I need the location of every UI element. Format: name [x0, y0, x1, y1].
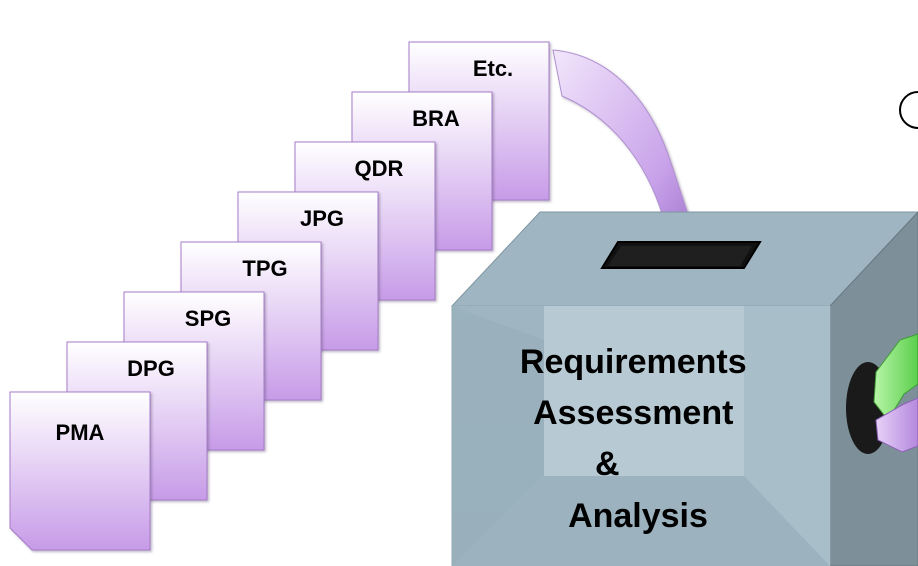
- box-label: Requirements Assessment & Analysis: [520, 343, 756, 535]
- output-arrow-green-icon: [873, 333, 918, 421]
- output-arrows: [873, 333, 918, 453]
- document-label: JPG: [300, 206, 344, 231]
- box-front-inner-panel: [544, 306, 744, 476]
- box-front-inner-left: [452, 306, 544, 566]
- document-card-shape: [9, 391, 151, 551]
- box-front-inner-bottom: [452, 476, 830, 566]
- document-label: Etc.: [473, 56, 513, 81]
- box-label-line-1: Requirements: [520, 343, 747, 381]
- document-label: BRA: [412, 106, 460, 131]
- document-label: PMA: [56, 420, 105, 445]
- output-arrow-purple-icon: [875, 397, 918, 453]
- document-stack: Etc. BRA QDR JPG TPG SPG DPG PMA: [9, 41, 550, 551]
- partial-circle-icon: [899, 91, 918, 129]
- box-label-line-2: Assessment: [533, 394, 733, 432]
- assessment-box: Requirements Assessment & Analysis: [450, 211, 918, 566]
- box-label-line-4: Analysis: [568, 497, 708, 535]
- box-front-inner-right: [744, 306, 830, 566]
- box-label-line-3: &: [595, 445, 620, 483]
- document-label: TPG: [242, 256, 287, 281]
- document-label: QDR: [355, 156, 404, 181]
- document-label: DPG: [127, 356, 175, 381]
- document-card-pma: PMA: [9, 391, 151, 551]
- document-label: SPG: [185, 306, 231, 331]
